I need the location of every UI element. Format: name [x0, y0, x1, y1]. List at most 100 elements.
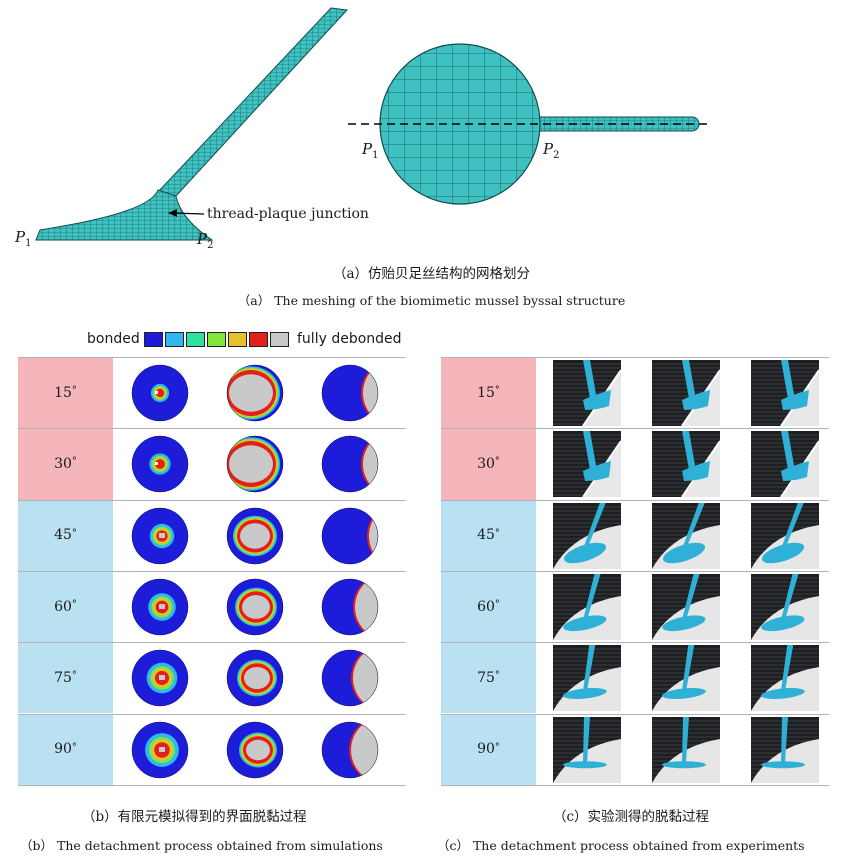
- row-divider: [441, 428, 829, 430]
- angle-value: 90: [477, 741, 495, 758]
- simulation-disc: [131, 364, 189, 422]
- caption-b-en: （b） The detachment process obtained from…: [20, 838, 383, 853]
- experiment-photo: [652, 573, 720, 640]
- angle-cell: 15°: [441, 357, 536, 429]
- caption-a-zh: （a）仿贻贝足丝结构的网格划分: [332, 266, 531, 282]
- caption-a-en: （a） The meshing of the biomimetic mussel…: [237, 293, 626, 308]
- angle-value: 60: [54, 598, 72, 615]
- simulation-disc: [131, 507, 189, 564]
- angle-cell: 60°: [18, 570, 113, 643]
- angle-unit: °: [494, 599, 500, 611]
- experiment-photo: [751, 502, 819, 569]
- angle-value: 30: [477, 455, 495, 472]
- simulation-disc: [321, 507, 379, 564]
- row-divider: [441, 642, 829, 644]
- angle-unit: °: [71, 385, 77, 397]
- experiment-photo: [751, 431, 819, 498]
- plaque-side-mesh: [35, 189, 214, 241]
- angle-value: 30: [54, 455, 72, 472]
- row-divider: [18, 713, 406, 715]
- row-divider: [18, 784, 406, 786]
- legend-swatch: [144, 332, 163, 347]
- junction-arrow: [171, 212, 205, 215]
- experiment-photo: [751, 573, 819, 640]
- experiment-photo: [652, 502, 720, 569]
- experiment-photo: [553, 645, 621, 712]
- simulation-disc: [131, 436, 189, 493]
- angle-unit: °: [71, 599, 77, 611]
- simulation-disc: [131, 721, 189, 778]
- row-divider: [18, 570, 406, 572]
- row-divider: [18, 428, 406, 430]
- simulation-grid: 15°30°45°60°75°90°: [18, 357, 406, 786]
- simulation-disc: [226, 436, 284, 493]
- simulation-disc: [226, 721, 284, 778]
- p1-label-side: P1: [15, 228, 32, 249]
- experiment-grid: 15°30°45°60°75°90°: [441, 357, 829, 786]
- angle-value: 45: [477, 527, 495, 544]
- experiment-photo: [751, 716, 819, 783]
- angle-cell: 90°: [18, 713, 113, 785]
- angle-cell: 30°: [18, 428, 113, 500]
- thread-mesh: [157, 7, 349, 197]
- p2-label-side: P2: [197, 230, 214, 251]
- experiment-photo: [553, 502, 621, 569]
- legend-swatch: [165, 332, 184, 347]
- angle-unit: °: [494, 527, 500, 539]
- legend-swatch: [270, 332, 289, 347]
- experiment-photo: [652, 716, 720, 783]
- experiment-photo: [751, 645, 819, 712]
- angle-value: 90: [54, 741, 72, 758]
- angle-cell: 60°: [441, 570, 536, 643]
- legend-swatch: [249, 332, 268, 347]
- row-divider: [441, 713, 829, 715]
- simulation-disc: [226, 507, 284, 564]
- experiment-photo: [553, 360, 621, 426]
- simulation-disc: [321, 578, 379, 636]
- mesh-side-view: [35, 7, 349, 241]
- mesh-top-view: [348, 43, 708, 205]
- angle-unit: °: [494, 385, 500, 397]
- simulation-disc: [226, 649, 284, 707]
- angle-cell: 30°: [441, 428, 536, 500]
- experiment-photo: [553, 716, 621, 783]
- angle-cell: 15°: [18, 357, 113, 429]
- row-divider: [18, 499, 406, 501]
- thread-stub: [537, 116, 700, 132]
- simulation-disc: [321, 364, 379, 422]
- angle-cell: 90°: [441, 713, 536, 785]
- experiment-photo: [553, 431, 621, 498]
- angle-unit: °: [71, 670, 77, 682]
- angle-unit: °: [494, 456, 500, 468]
- row-divider: [441, 784, 829, 786]
- caption-c-zh: （c）实验测得的脱黏过程: [553, 809, 710, 825]
- angle-unit: °: [494, 670, 500, 682]
- angle-unit: °: [71, 456, 77, 468]
- simulation-disc: [321, 649, 379, 707]
- simulation-disc: [321, 436, 379, 493]
- legend-swatch: [186, 332, 205, 347]
- angle-value: 15: [477, 384, 495, 401]
- caption-c-en: （c） The detachment process obtained from…: [437, 838, 805, 853]
- angle-unit: °: [71, 741, 77, 753]
- angle-value: 75: [477, 669, 495, 686]
- experiment-photo: [553, 573, 621, 640]
- angle-value: 60: [477, 598, 495, 615]
- row-divider: [441, 499, 829, 501]
- angle-cell: 75°: [18, 642, 113, 714]
- p1-label-top: P1: [362, 140, 379, 161]
- angle-cell: 75°: [441, 642, 536, 714]
- row-divider: [18, 642, 406, 644]
- simulation-disc: [131, 578, 189, 636]
- simulation-disc: [321, 721, 379, 778]
- legend-swatch: [228, 332, 247, 347]
- row-divider: [441, 357, 829, 358]
- angle-unit: °: [71, 527, 77, 539]
- experiment-photo: [751, 360, 819, 426]
- angle-value: 45: [54, 527, 72, 544]
- legend-debonded-label: fully debonded: [297, 331, 402, 347]
- caption-b-zh: （b）有限元模拟得到的界面脱黏过程: [82, 809, 307, 825]
- row-divider: [18, 357, 406, 358]
- p2-label-top: P2: [543, 140, 560, 161]
- row-divider: [441, 570, 829, 572]
